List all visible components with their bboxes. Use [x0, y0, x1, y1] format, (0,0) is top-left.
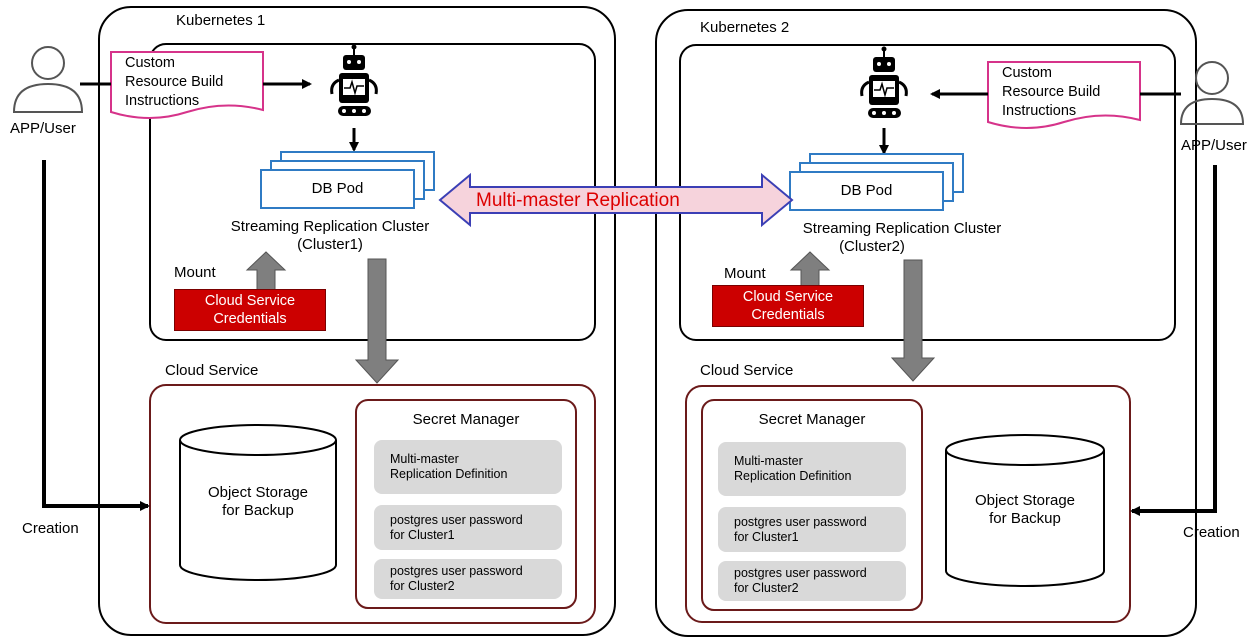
operator-robot-icon: [330, 44, 378, 116]
cluster-id-label: (Cluster2): [839, 238, 905, 255]
backup-down-arrow: [354, 258, 400, 384]
cloud-service-frame-2: [685, 385, 1131, 623]
operator-robot-icon: [860, 46, 908, 118]
secret-manager-title: Secret Manager: [412, 411, 520, 428]
creation-label: Creation: [1183, 524, 1240, 541]
kubernetes-1-frame: [98, 6, 616, 636]
cloud-service-label: Cloud Service: [165, 362, 259, 379]
person-icon: [1179, 61, 1245, 125]
secret-manager-frame-2: [701, 399, 923, 611]
mount-up-arrow: [789, 251, 831, 291]
custom-resource-doc-text: Custom Resource Build Instructions: [125, 55, 224, 109]
app-user-label: APP/User: [1181, 137, 1247, 154]
creation-label: Creation: [22, 520, 79, 537]
streaming-replication-cluster-title: Streaming Replication Cluster: [802, 220, 1002, 237]
database-cylinder-icon: [179, 424, 337, 581]
mount-up-arrow: [245, 251, 287, 291]
backup-down-arrow: [890, 259, 936, 382]
streaming-replication-cluster-title: Streaming Replication Cluster: [230, 218, 430, 235]
app-user-label: APP/User: [10, 120, 76, 137]
db-pod-stack-1: [260, 151, 435, 209]
document-icon: [110, 51, 264, 119]
cloud-service-frame-1: [149, 384, 596, 624]
kubernetes-1-title: Kubernetes 1: [176, 12, 266, 29]
mount-label: Mount: [724, 265, 766, 282]
multi-master-replication-label: Multi-master Replication: [476, 190, 680, 211]
kubernetes-2-frame: [655, 9, 1197, 637]
cluster-id-label: (Cluster1): [297, 236, 363, 253]
person-icon: [12, 46, 84, 113]
database-cylinder-icon: [945, 434, 1105, 587]
document-icon: [987, 61, 1141, 129]
db-pod-label: DB Pod: [840, 182, 893, 199]
mount-label: Mount: [174, 264, 216, 281]
db-pod-stack-2: [789, 153, 964, 211]
kubernetes-2-title: Kubernetes 2: [700, 19, 790, 36]
db-pod-label: DB Pod: [311, 180, 364, 197]
cloud-service-label: Cloud Service: [700, 362, 794, 379]
replication-double-arrow: [438, 172, 794, 228]
secret-manager-frame-1: [355, 399, 577, 609]
custom-resource-doc-text: Custom Resource Build Instructions: [1002, 65, 1101, 119]
secret-manager-title: Secret Manager: [758, 411, 866, 428]
